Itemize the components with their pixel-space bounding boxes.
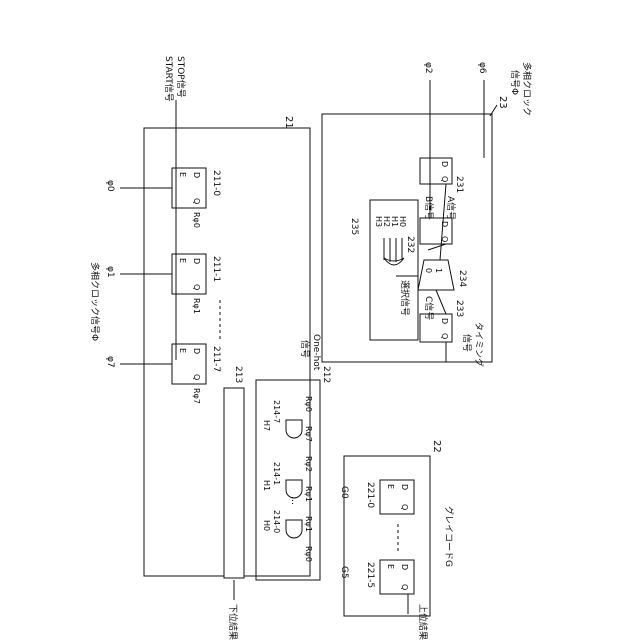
label-214-0: 214-0 [272, 510, 281, 533]
label-phi7: φ7 [105, 356, 115, 368]
label-onehot-1: One-hot [311, 334, 321, 371]
sel-h3: H3 [374, 216, 383, 227]
label-214-1: 214-1 [272, 462, 281, 485]
label-start: START信号 [163, 56, 175, 102]
in-r-phi7-a: Rφ7 [304, 426, 313, 442]
label-a-signal: A信号 [445, 196, 457, 220]
label-phi6: φ6 [477, 62, 487, 74]
label-211-1: 211-1 [211, 256, 221, 282]
block-212: 212 214-7 214-1 214-0 … H7 H1 H0 Rφ0 Rφ7… [224, 334, 331, 640]
label-231: 231 [454, 176, 464, 193]
clock-input-group: 多相クロック 信号Φ φ6 φ2 [423, 62, 533, 218]
ff-231-q: Q [440, 176, 449, 182]
label-phi2: φ2 [423, 62, 433, 74]
block-23: 23 D Q 231 D Q 232 1 0 234 D Q 233 H0 H1… [322, 96, 508, 367]
sel-h1: H1 [390, 216, 399, 227]
sel-h2: H2 [382, 216, 391, 227]
sel-h0: H0 [398, 216, 407, 227]
ff-211-7-q: Q [192, 374, 201, 380]
in-r-phi1-b: Rφ1 [304, 516, 313, 532]
ff-233-q: Q [440, 333, 449, 339]
label-stop: STOP信号 [175, 56, 187, 98]
label-clock-in-2: 信号Φ [509, 70, 521, 95]
gates-ellipsis: … [289, 496, 299, 505]
label-clock-in-1: 多相クロック [521, 62, 533, 116]
label-h1: H1 [262, 480, 271, 491]
label-phi1: φ1 [105, 266, 115, 278]
label-232: 232 [405, 236, 415, 253]
label-r-phi7-out: Rφ7 [192, 388, 201, 404]
ff-232-d: D [440, 221, 449, 227]
label-select-signal: 選択信号 [399, 280, 411, 316]
label-timing-1: タイミング [473, 322, 485, 367]
ff-221-5-e: E [386, 564, 395, 569]
wire-b [428, 244, 446, 250]
in-r-phi1-a: Rφ1 [304, 486, 313, 502]
label-onehot-2: 信号 [299, 340, 311, 358]
ff-211-0-d: D [192, 172, 201, 178]
mux-in1-label: 1 [434, 268, 443, 273]
label-211-7: 211-7 [211, 346, 221, 372]
ff-221-5-q: Q [400, 584, 409, 590]
label-221-0: 221-0 [365, 482, 375, 508]
label-212: 212 [321, 366, 331, 383]
ff-211-7-d: D [192, 348, 201, 354]
label-21: 21 [283, 116, 294, 129]
label-r-phi0-out: Rφ0 [192, 212, 201, 228]
in-r-phi0-b: Rφ0 [304, 546, 313, 562]
ff-211-1-d: D [192, 258, 201, 264]
in-r-phi0-a: Rφ0 [304, 396, 313, 412]
label-234: 234 [457, 270, 467, 287]
ff-211-1-e: E [178, 258, 187, 263]
ff-221-0-q: Q [400, 504, 409, 510]
label-22: 22 [431, 440, 442, 453]
label-235: 235 [349, 218, 359, 235]
label-upper-result: 上位結果 [417, 604, 429, 640]
mux-234 [418, 260, 454, 290]
label-213: 213 [233, 366, 243, 383]
block-22: 22 D E Q 221-0 D E Q 221-5 上位結果 G0 G5 グレ… [339, 440, 455, 640]
label-221-5: 221-5 [365, 562, 375, 588]
wire-c [436, 290, 446, 314]
label-r-phi1-out: Rφ1 [192, 298, 201, 314]
ff-231-d: D [440, 161, 449, 167]
and-gate-214-0 [286, 520, 302, 538]
ff-221-0-d: D [400, 484, 409, 490]
label-23: 23 [497, 96, 508, 109]
and-gate-214-7 [286, 420, 302, 438]
leader-23 [490, 105, 497, 116]
ff-221-5-d: D [400, 564, 409, 570]
ff-221-0-e: E [386, 484, 395, 489]
ff-211-7-e: E [178, 348, 187, 353]
in-r-phi2: Rφ2 [304, 456, 313, 472]
label-h7: H7 [262, 420, 271, 431]
label-lower-result: 下位結果 [227, 604, 239, 640]
label-clock-bottom: 多相クロック信号Φ [89, 262, 101, 341]
label-214-7: 214-7 [272, 400, 281, 423]
block-21: 21 D E Q 211-0 Rφ0 D E Q 211-1 Rφ1 D E Q… [89, 56, 310, 576]
ff-233-d: D [440, 318, 449, 324]
ff-211-0-e: E [178, 172, 187, 177]
label-211-0: 211-0 [211, 170, 221, 196]
mux-in0-label: 0 [424, 268, 433, 273]
ff-211-0-q: Q [192, 198, 201, 204]
label-gray-code: グレイコードG [443, 506, 455, 567]
label-timing-2: 信号 [461, 334, 473, 352]
label-233: 233 [454, 300, 464, 317]
encoder-213 [224, 388, 244, 578]
label-h0: H0 [262, 520, 271, 531]
label-phi0: φ0 [105, 180, 115, 192]
or-gate-235 [384, 258, 404, 265]
label-g0: G0 [339, 486, 349, 499]
label-b-signal: B信号 [423, 196, 435, 220]
label-g5: G5 [339, 566, 349, 579]
ff-211-1-q: Q [192, 284, 201, 290]
